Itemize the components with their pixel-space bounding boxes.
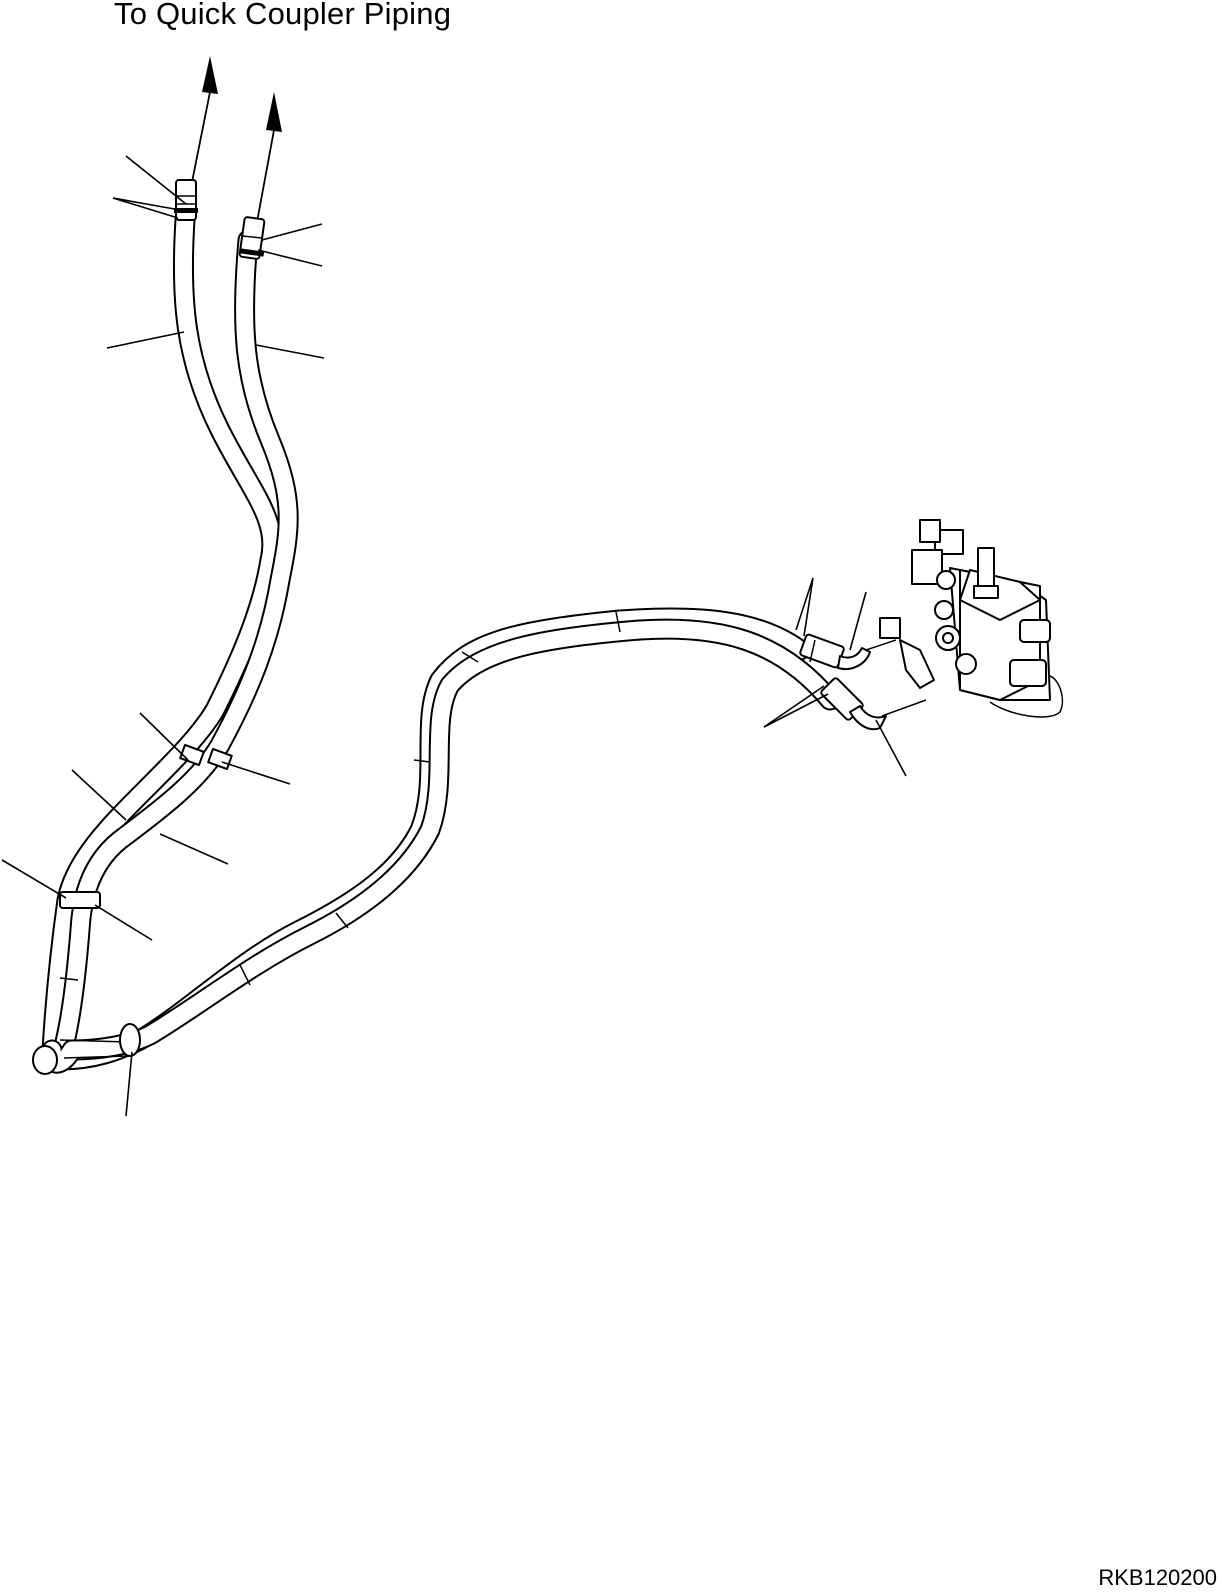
- fitting-right-top: [238, 216, 266, 260]
- flow-arrow-right: [256, 92, 282, 223]
- fitting-left-top: [174, 179, 198, 221]
- hose-clamp-lower: [119, 1023, 141, 1057]
- fitting-valve-upper: [799, 633, 871, 670]
- flow-arrow-left: [191, 56, 218, 183]
- leader-lines: [1, 155, 907, 1117]
- valve-pipe-lines: [865, 639, 927, 717]
- hose-clamp-middle: [59, 891, 101, 909]
- drawing-code-label: RKB120200: [1098, 1565, 1217, 1590]
- hose-lower-run: [40, 618, 841, 1074]
- hose-joint-marks: [59, 611, 621, 986]
- quick-coupler-piping-label: To Quick Coupler Piping: [114, 0, 452, 31]
- hose-right: [49, 229, 811, 1071]
- hose-bend-end: [32, 1045, 58, 1075]
- solenoid-valve-block: [879, 519, 1064, 718]
